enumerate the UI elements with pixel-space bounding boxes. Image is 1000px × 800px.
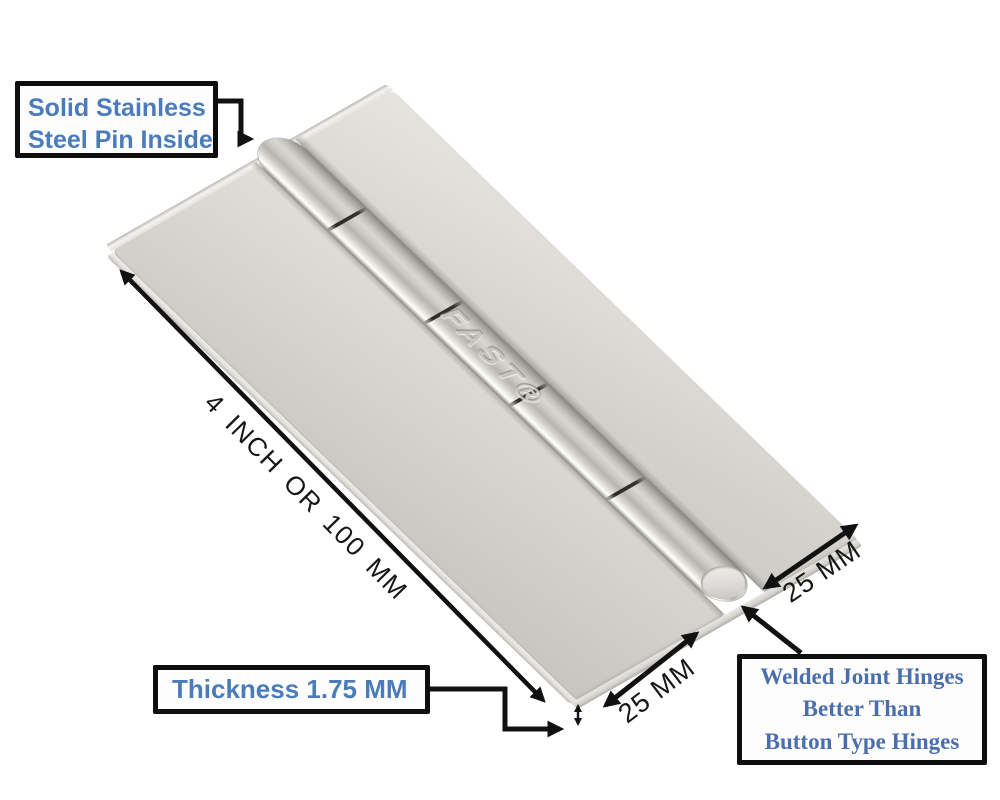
thickness-callout-label: Thickness 1.75 MM (172, 674, 408, 704)
welded-callout-connector (740, 605, 803, 655)
pin-callout-line2: Steel Pin Inside (28, 125, 213, 154)
welded-callout-line2: Better Than (802, 696, 922, 722)
welded-callout-line3: Button Type Hinges (764, 728, 960, 754)
pin-callout-box: Solid Stainless Steel Pin Inside (15, 81, 218, 158)
pin-callout-connector (217, 98, 255, 148)
thickness-callout-connector (426, 686, 565, 738)
welded-callout-line1: Welded Joint Hinges (760, 663, 964, 689)
knuckle-seam (326, 207, 368, 232)
welded-callout-box: Welded Joint Hinges Better Than Button T… (737, 654, 987, 765)
pin-callout-line1: Solid Stainless (28, 94, 206, 122)
knuckle-seam (605, 476, 647, 501)
thickness-callout-box: Thickness 1.75 MM (153, 665, 430, 714)
